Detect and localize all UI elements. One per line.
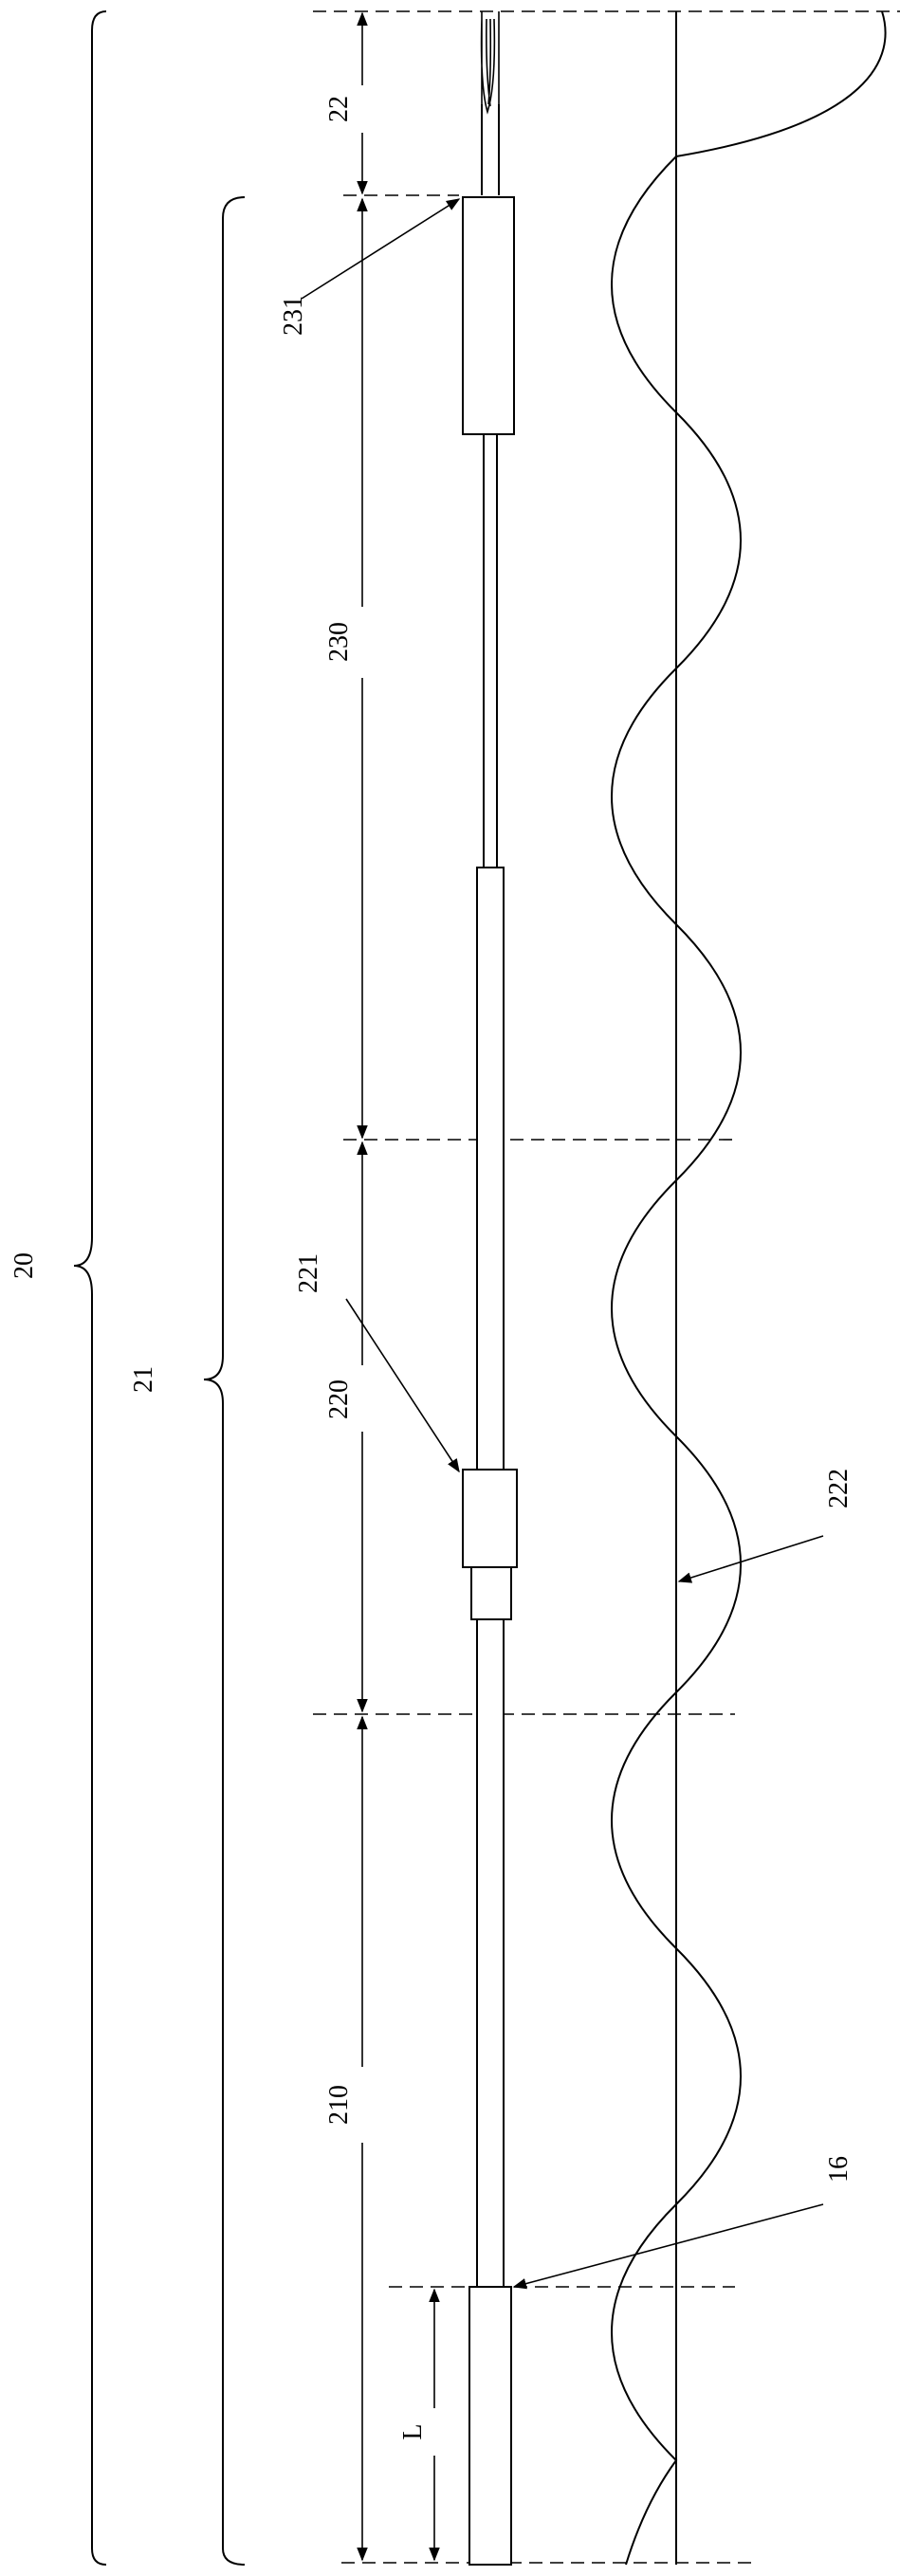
brace-20: [74, 11, 106, 2565]
shaft-lower: [477, 1619, 504, 2287]
label-220: 220: [324, 1379, 354, 1419]
leader-222: [679, 1536, 823, 1581]
label-L: L: [398, 2423, 428, 2439]
label-210: 210: [324, 2085, 354, 2125]
shaft-upper: [484, 434, 497, 868]
label-230: 230: [324, 622, 354, 662]
tube-16: [469, 2287, 511, 2565]
tip-fork: [482, 11, 499, 112]
brace-21: [204, 197, 245, 2565]
label-20: 20: [9, 1252, 39, 1279]
leader-221: [346, 1299, 459, 1471]
step-below-221: [471, 1567, 511, 1619]
label-222: 222: [824, 1469, 854, 1508]
leader-16: [514, 2204, 823, 2287]
label-22: 22: [324, 96, 354, 122]
tube-231: [463, 197, 514, 434]
leader-231: [302, 199, 459, 299]
label-21: 21: [129, 1366, 158, 1393]
label-16: 16: [824, 2156, 854, 2183]
tube-middle: [477, 868, 504, 1470]
label-231: 231: [279, 296, 308, 336]
block-221: [463, 1470, 517, 1567]
label-221: 221: [294, 1253, 323, 1293]
